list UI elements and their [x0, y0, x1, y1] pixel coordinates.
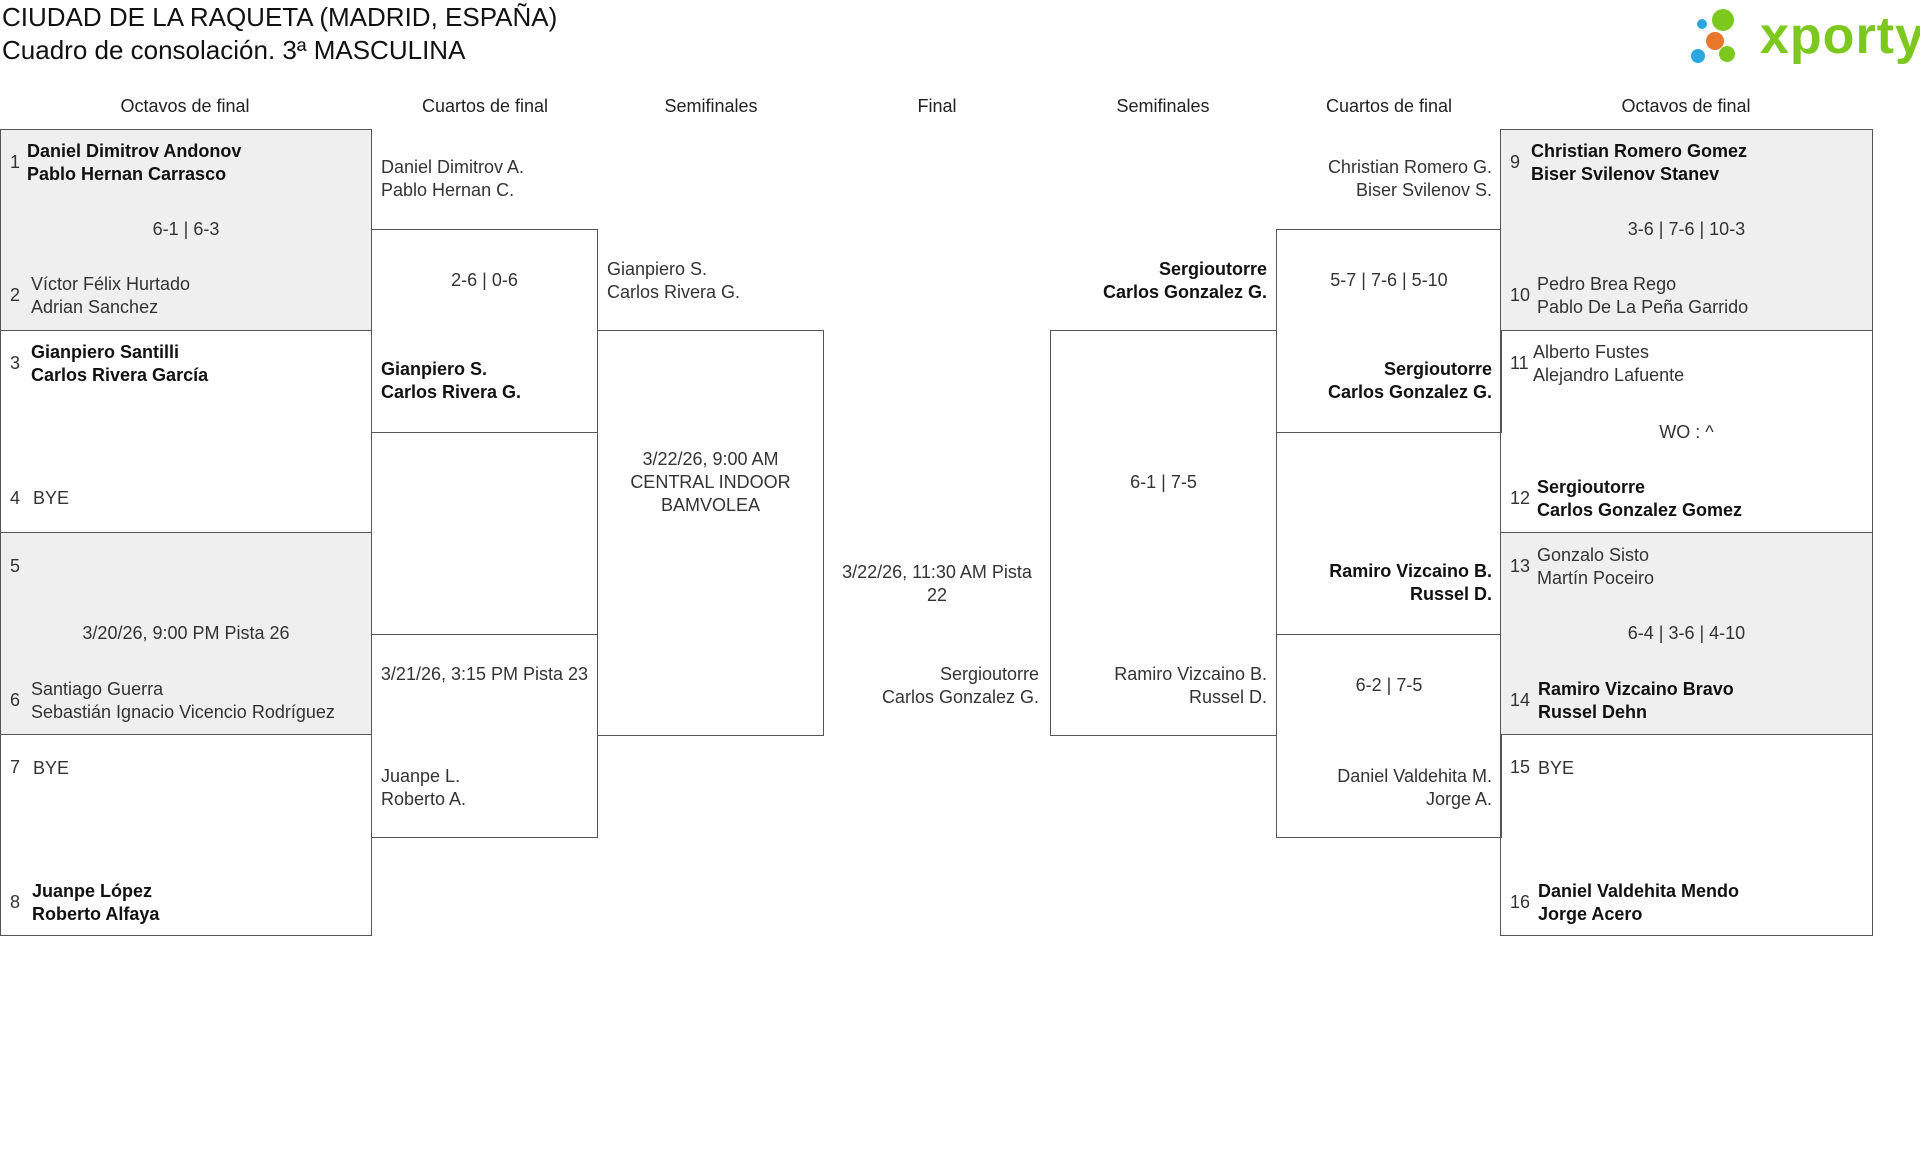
player-name: Adrian Sanchez — [31, 297, 159, 317]
player-name: Pablo Hernan Carrasco — [27, 164, 227, 184]
page-subtitle: Cuadro de consolación. 3ª MASCULINA — [2, 35, 466, 65]
player-name: Ramiro Vizcaino Bravo — [1538, 679, 1734, 699]
header-right-sf: Semifinales — [1116, 96, 1210, 116]
player-name: Russel D. — [1188, 687, 1267, 707]
seed-number: 12 — [1510, 488, 1531, 508]
seed-number: 5 — [10, 556, 21, 576]
finalist-name: Sergioutorre — [939, 664, 1039, 684]
player-name: Martín Poceiro — [1537, 568, 1655, 588]
seed-number: 13 — [1510, 556, 1531, 576]
seed-number: 6 — [10, 690, 21, 710]
player-name: Sebastián Ignacio Vicencio Rodríguez — [31, 702, 335, 722]
player-name: Juanpe López — [32, 881, 153, 901]
player-name: Biser Svilenov Stanev — [1531, 164, 1720, 184]
seed-number: 14 — [1510, 690, 1531, 710]
match-score: 5-7 | 7-6 | 5-10 — [1330, 270, 1448, 290]
seed-number: 16 — [1510, 892, 1531, 912]
header-left-sf: Semifinales — [664, 96, 758, 116]
player-name: Pablo Hernan C. — [381, 180, 515, 200]
match-score: 3-6 | 7-6 | 10-3 — [1627, 219, 1746, 239]
player-name: Carlos Rivera G. — [381, 382, 522, 402]
player-name: Santiago Guerra — [31, 679, 164, 699]
match-score: 6-4 | 3-6 | 4-10 — [1627, 623, 1746, 643]
seed-number: 4 — [10, 488, 21, 508]
match-schedule: 3/20/26, 9:00 PM Pista 26 — [82, 623, 290, 643]
match-card-8[interactable] — [1500, 734, 1873, 936]
player-name: Roberto A. — [381, 789, 467, 809]
player-name: Carlos Gonzalez Gomez — [1537, 500, 1743, 520]
match-schedule: 3/22/26, 9:00 AM CENTRAL INDOOR BAMVOLEA — [630, 449, 791, 515]
player-name: BYE — [1538, 758, 1575, 778]
match-card-3[interactable] — [0, 532, 372, 735]
player-name: Pablo De La Peña Garrido — [1537, 297, 1749, 317]
seed-number: 7 — [10, 757, 21, 777]
player-name: Biser Svilenov S. — [1355, 180, 1492, 200]
player-name: Pedro Brea Rego — [1537, 274, 1677, 294]
player-name: Víctor Félix Hurtado — [31, 274, 191, 294]
player-name: Alejandro Lafuente — [1533, 365, 1685, 385]
player-name: Carlos Gonzalez G. — [1327, 382, 1492, 402]
player-name: BYE — [33, 488, 70, 508]
seed-number: 3 — [10, 353, 21, 373]
player-name: Russel D. — [1409, 584, 1492, 604]
player-name: Daniel Dimitrov Andonov — [27, 141, 242, 161]
player-name: Gianpiero S. — [607, 259, 708, 279]
seed-number: 8 — [10, 892, 21, 912]
player-name: Daniel Valdehita M. — [1337, 766, 1492, 786]
match-card-7[interactable] — [1500, 532, 1873, 735]
player-name: Ramiro Vizcaino B. — [1329, 561, 1492, 581]
player-name: Juanpe L. — [381, 766, 461, 786]
player-name: Sergioutorre — [1537, 477, 1646, 497]
player-name: Ramiro Vizcaino B. — [1114, 664, 1267, 684]
logo-dots-icon — [1691, 9, 1735, 63]
match-score: 6-2 | 7-5 — [1355, 675, 1423, 695]
player-name: Carlos Rivera G. — [607, 282, 741, 302]
header-right-r16: Octavos de final — [1621, 96, 1751, 116]
player-name: Sergioutorre — [1158, 259, 1267, 279]
header-final: Final — [917, 96, 957, 116]
match-score: 6-1 | 7-5 — [1130, 472, 1197, 492]
player-name: Russel Dehn — [1538, 702, 1648, 722]
player-name: Jorge Acero — [1538, 904, 1643, 924]
player-name: Christian Romero Gomez — [1531, 141, 1748, 161]
seed-number: 2 — [10, 285, 21, 305]
page-title: CIUDAD DE LA RAQUETA (MADRID, ESPAÑA) — [2, 2, 558, 32]
seed-number: 9 — [1510, 152, 1521, 172]
player-name: Alberto Fustes — [1533, 342, 1650, 362]
match-card-1[interactable] — [0, 129, 372, 331]
seed-number: 11 — [1510, 353, 1529, 373]
player-name: Gianpiero S. — [381, 359, 488, 379]
sf-match-card-left[interactable] — [597, 330, 824, 736]
player-name: Roberto Alfaya — [32, 904, 160, 924]
qf-match-card-3[interactable] — [1276, 229, 1502, 433]
seed-number: 10 — [1510, 285, 1531, 305]
header-left-r16: Octavos de final — [120, 96, 250, 116]
player-name: Gianpiero Santilli — [31, 342, 180, 362]
xporty-logo: xporty — [1690, 4, 1920, 68]
player-name: BYE — [33, 758, 70, 778]
player-name: Gonzalo Sisto — [1537, 545, 1650, 565]
match-score: 6-1 | 6-3 — [152, 219, 220, 239]
final-schedule: 3/22/26, 11:30 AM Pista 22 — [842, 562, 1032, 605]
player-name: Carlos Rivera García — [31, 365, 209, 385]
match-schedule: 3/21/26, 3:15 PM Pista 23 — [380, 664, 589, 684]
header-left-qf: Cuartos de final — [421, 96, 549, 116]
match-score: WO : ^ — [1659, 422, 1714, 442]
logo-text: xporty — [1760, 7, 1920, 65]
player-name: Carlos Gonzalez G. — [1102, 282, 1267, 302]
player-name: Jorge A. — [1425, 789, 1492, 809]
sf-match-card-right[interactable] — [1050, 330, 1277, 736]
player-name: Daniel Valdehita Mendo — [1538, 881, 1740, 901]
player-name: Christian Romero G. — [1327, 157, 1492, 177]
seed-number: 1 — [10, 152, 21, 172]
qf-match-card-4[interactable] — [1276, 634, 1502, 838]
match-score: 2-6 | 0-6 — [451, 270, 518, 290]
seed-number: 15 — [1510, 757, 1531, 777]
player-name: Sergioutorre — [1383, 359, 1492, 379]
header-right-qf: Cuartos de final — [1325, 96, 1453, 116]
finalist-name: Carlos Gonzalez G. — [881, 687, 1039, 707]
qf-match-card-2[interactable] — [371, 634, 598, 838]
player-name: Daniel Dimitrov A. — [381, 157, 525, 177]
